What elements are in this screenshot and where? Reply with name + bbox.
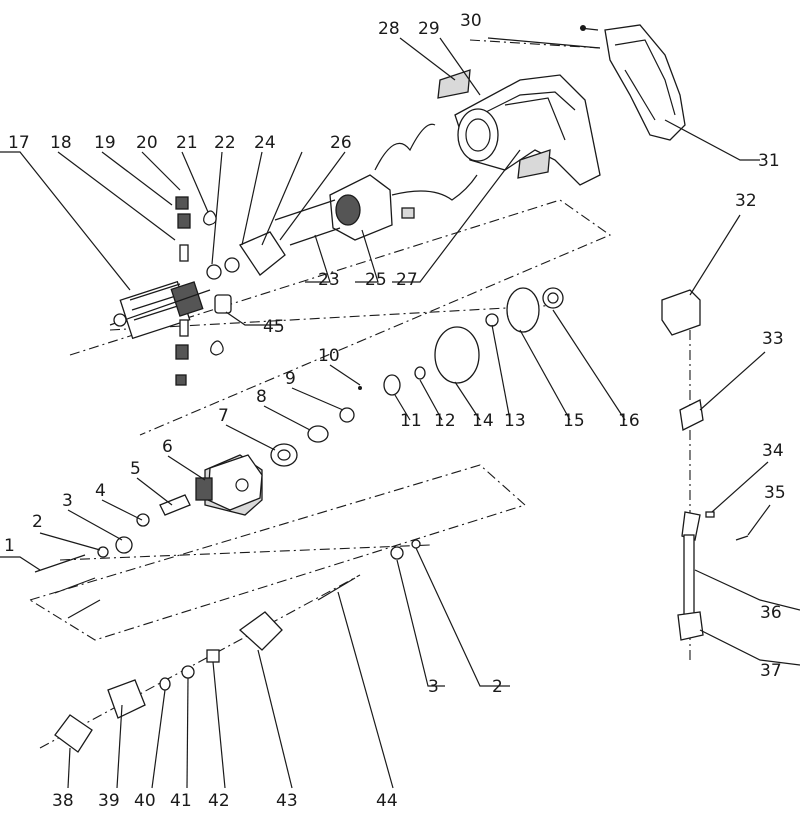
label-6: 6 <box>162 437 173 457</box>
label-35: 35 <box>764 483 786 503</box>
label-13: 13 <box>504 411 526 431</box>
label-12: 12 <box>434 411 456 431</box>
label-22: 22 <box>214 133 236 153</box>
label-27: 27 <box>396 270 418 290</box>
label-40: 40 <box>134 791 156 811</box>
label-43: 43 <box>276 791 298 811</box>
label-8: 8 <box>256 387 267 407</box>
gearbox <box>195 287 564 516</box>
spindle-parts <box>34 494 191 619</box>
label-28: 28 <box>378 19 400 39</box>
label-29: 29 <box>418 19 440 39</box>
label-19: 19 <box>94 133 116 153</box>
label-3-lower: 3 <box>428 677 439 697</box>
label-33: 33 <box>762 329 784 349</box>
label-4: 4 <box>95 481 106 501</box>
label-14: 14 <box>472 411 494 431</box>
label-11: 11 <box>400 411 422 431</box>
label-1: 1 <box>4 536 15 556</box>
label-17: 17 <box>8 133 30 153</box>
label-30: 30 <box>460 11 482 31</box>
label-36: 36 <box>760 603 782 623</box>
label-34: 34 <box>762 441 784 461</box>
chuck-parts <box>54 539 421 753</box>
label-26: 26 <box>330 133 352 153</box>
label-45: 45 <box>263 317 285 337</box>
label-39: 39 <box>98 791 120 811</box>
part-labels: 1 2 3 4 5 6 7 8 9 10 11 12 14 13 15 16 1… <box>4 11 786 811</box>
label-21: 21 <box>176 133 198 153</box>
label-31: 31 <box>758 151 780 171</box>
label-37: 37 <box>760 661 782 681</box>
armature <box>109 280 211 340</box>
label-2: 2 <box>32 512 43 532</box>
label-41: 41 <box>170 791 192 811</box>
label-3: 3 <box>62 491 73 511</box>
label-24: 24 <box>254 133 276 153</box>
bearing-and-baffle <box>206 231 286 314</box>
label-20: 20 <box>136 133 158 153</box>
label-32: 32 <box>735 191 757 211</box>
leader-lines <box>0 37 800 789</box>
label-44: 44 <box>376 791 398 811</box>
handle-half <box>579 24 686 141</box>
label-5: 5 <box>130 459 141 479</box>
brush-parts <box>175 196 224 386</box>
label-23: 23 <box>318 270 340 290</box>
label-9: 9 <box>285 369 296 389</box>
label-7: 7 <box>218 406 229 426</box>
label-38: 38 <box>52 791 74 811</box>
housing-half <box>437 69 601 186</box>
label-15: 15 <box>563 411 585 431</box>
label-25: 25 <box>365 270 387 290</box>
label-16: 16 <box>618 411 640 431</box>
stator <box>274 123 478 246</box>
label-42: 42 <box>208 791 230 811</box>
label-2-lower: 2 <box>492 677 503 697</box>
label-10: 10 <box>318 346 340 366</box>
electrical-parts <box>661 289 749 641</box>
label-18: 18 <box>50 133 72 153</box>
